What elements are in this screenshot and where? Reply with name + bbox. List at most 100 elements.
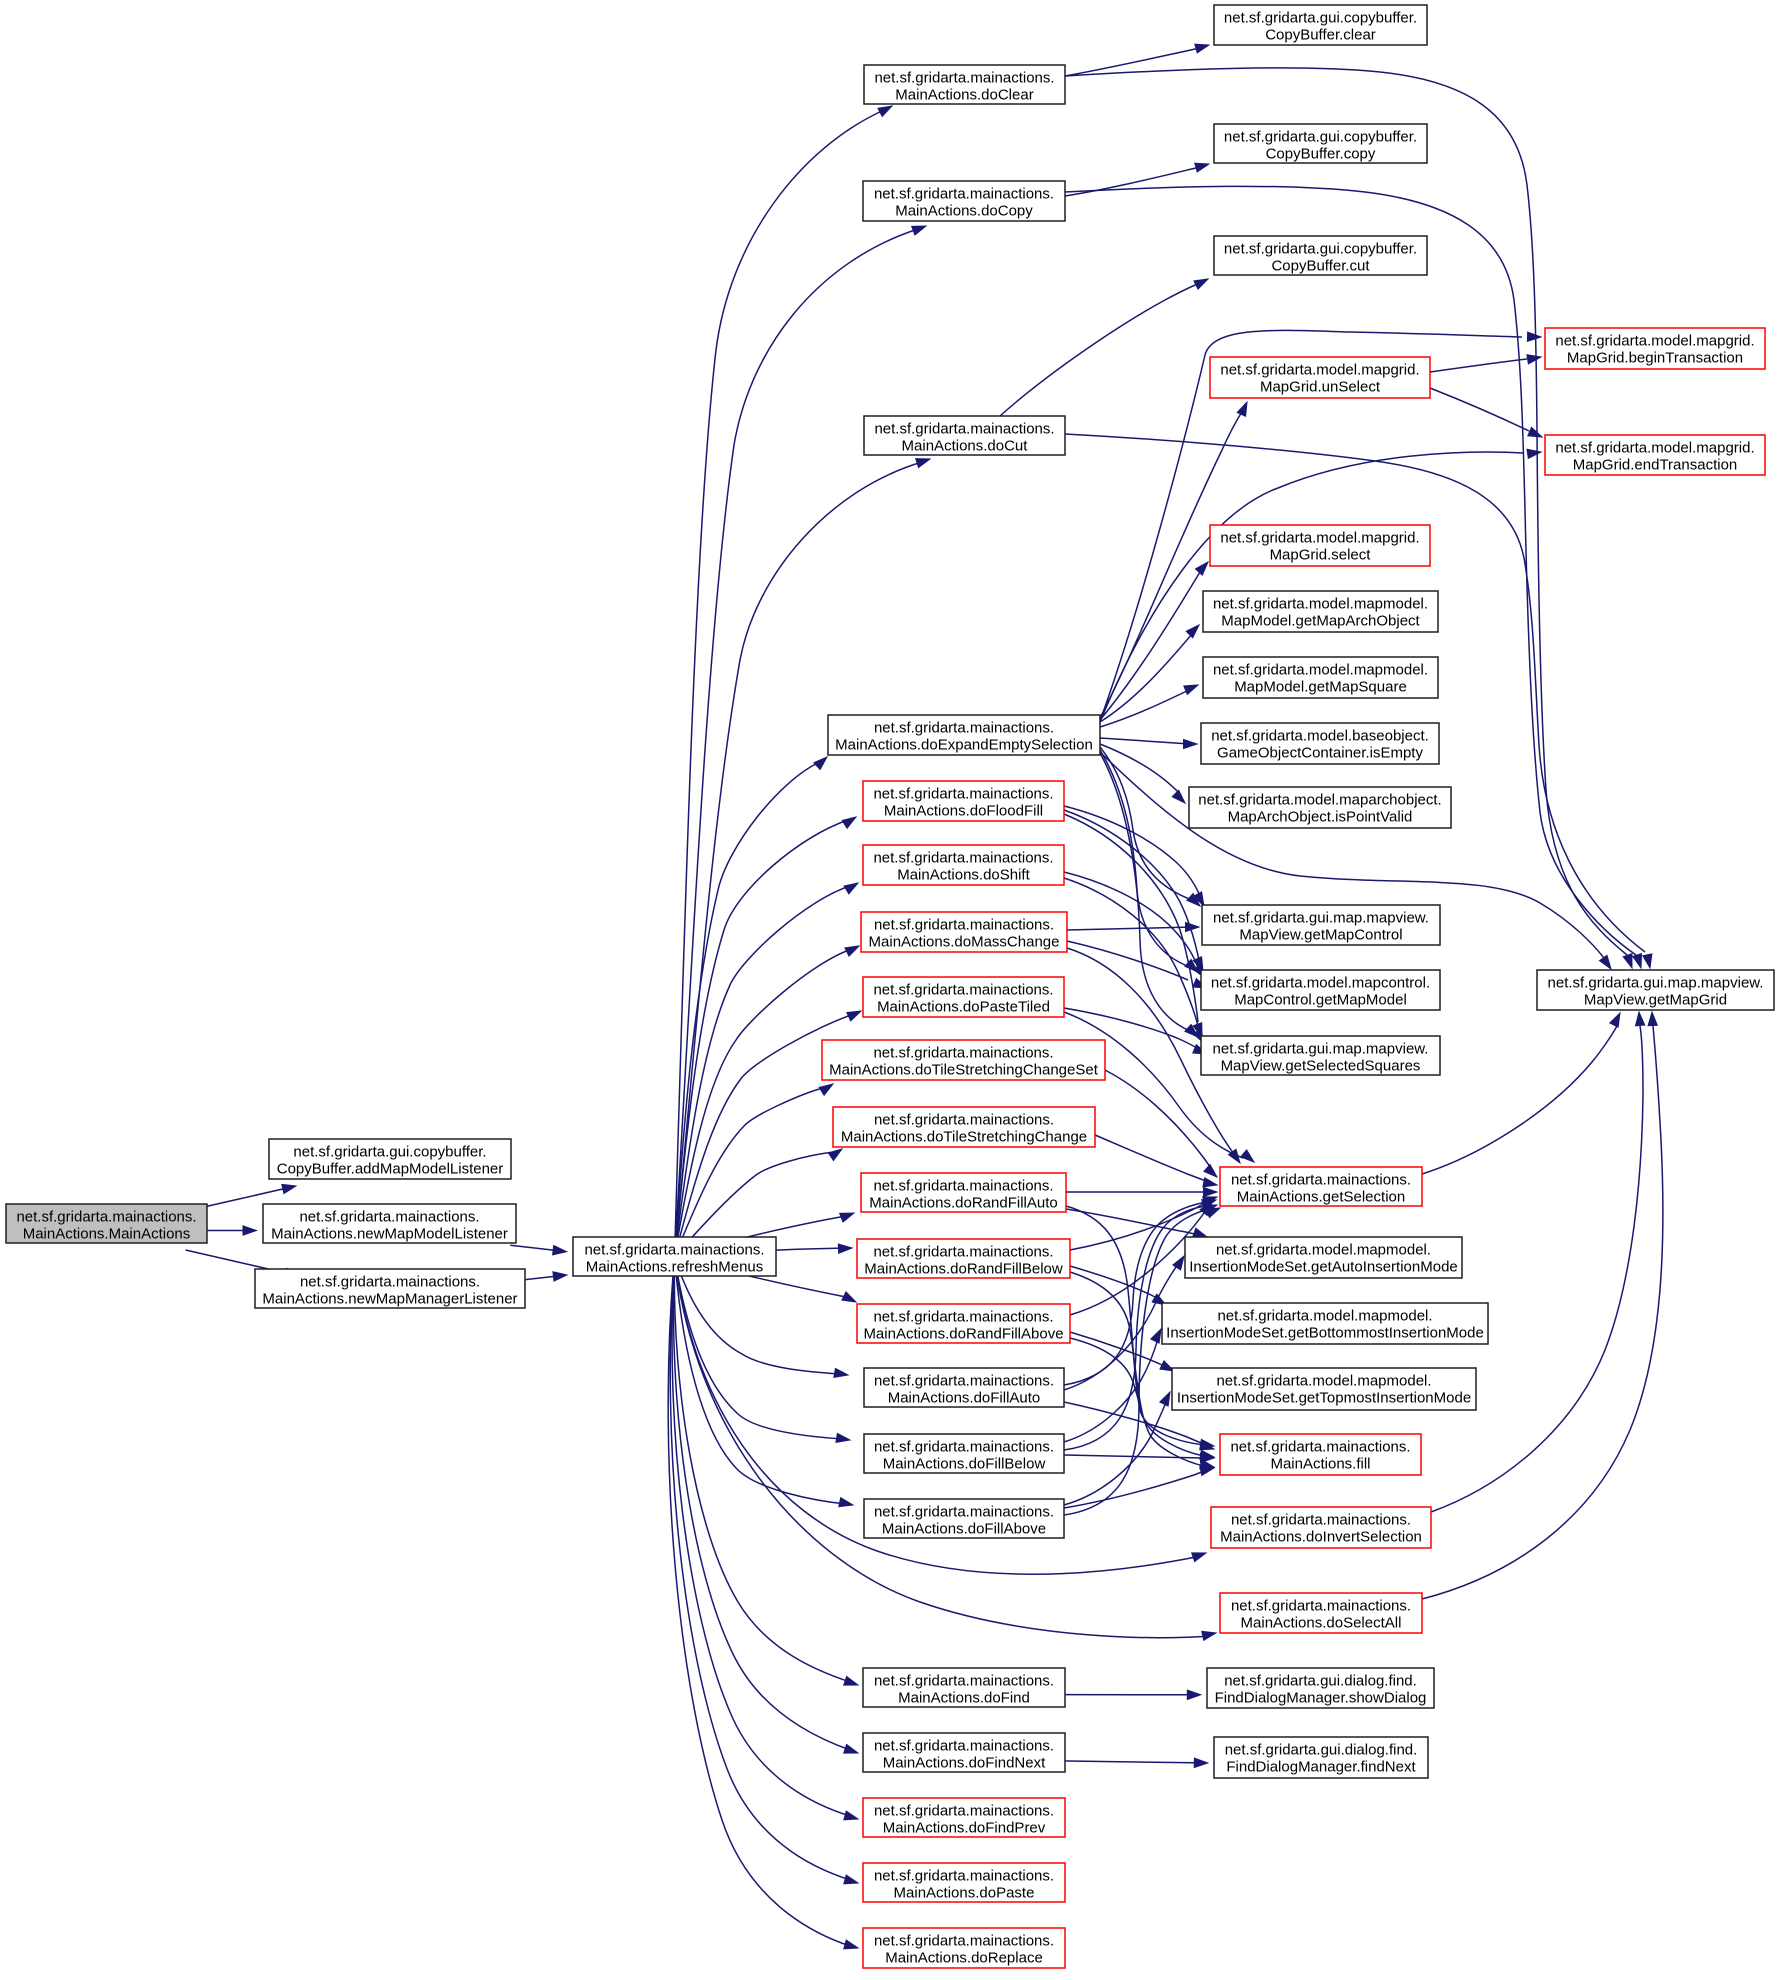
svg-text:net.sf.gridarta.mainactions.: net.sf.gridarta.mainactions. [1231, 1598, 1411, 1615]
svg-text:MapView.getMapControl: MapView.getMapControl [1239, 926, 1402, 943]
svg-text:net.sf.gridarta.model.maparcho: net.sf.gridarta.model.maparchobject. [1198, 792, 1441, 809]
svg-text:MainActions.doFindNext: MainActions.doFindNext [883, 1754, 1046, 1771]
svg-text:net.sf.gridarta.gui.dialog.fin: net.sf.gridarta.gui.dialog.find. [1225, 1742, 1418, 1759]
svg-text:net.sf.gridarta.model.mapmodel: net.sf.gridarta.model.mapmodel. [1213, 662, 1428, 679]
svg-text:MainActions.doShift: MainActions.doShift [897, 866, 1030, 883]
svg-text:net.sf.gridarta.mainactions.: net.sf.gridarta.mainactions. [874, 1673, 1054, 1690]
svg-text:net.sf.gridarta.mainactions.: net.sf.gridarta.mainactions. [299, 1209, 479, 1226]
svg-text:net.sf.gridarta.mainactions.: net.sf.gridarta.mainactions. [874, 1933, 1054, 1950]
svg-text:net.sf.gridarta.gui.map.mapvie: net.sf.gridarta.gui.map.mapview. [1213, 910, 1429, 927]
svg-text:net.sf.gridarta.mainactions.: net.sf.gridarta.mainactions. [16, 1209, 196, 1226]
svg-text:net.sf.gridarta.model.mapmodel: net.sf.gridarta.model.mapmodel. [1216, 1373, 1431, 1390]
svg-text:MainActions.doRandFillAbove: MainActions.doRandFillAbove [863, 1325, 1063, 1342]
svg-text:MainActions.doTileStretchingCh: MainActions.doTileStretchingChangeSet [829, 1061, 1099, 1078]
svg-text:MainActions.doInvertSelection: MainActions.doInvertSelection [1220, 1528, 1422, 1545]
svg-text:MapGrid.select: MapGrid.select [1270, 546, 1372, 563]
svg-text:MapArchObject.isPointValid: MapArchObject.isPointValid [1228, 808, 1413, 825]
svg-text:net.sf.gridarta.mainactions.: net.sf.gridarta.mainactions. [1230, 1439, 1410, 1456]
svg-text:net.sf.gridarta.mainactions.: net.sf.gridarta.mainactions. [874, 720, 1054, 737]
svg-text:net.sf.gridarta.gui.copybuffer: net.sf.gridarta.gui.copybuffer. [1224, 129, 1417, 146]
svg-text:net.sf.gridarta.mainactions.: net.sf.gridarta.mainactions. [874, 1504, 1054, 1521]
svg-text:net.sf.gridarta.model.mapmodel: net.sf.gridarta.model.mapmodel. [1217, 1308, 1432, 1325]
svg-text:net.sf.gridarta.mainactions.: net.sf.gridarta.mainactions. [874, 1373, 1054, 1390]
svg-text:net.sf.gridarta.gui.map.mapvie: net.sf.gridarta.gui.map.mapview. [1548, 975, 1764, 992]
svg-text:InsertionModeSet.getAutoInsert: InsertionModeSet.getAutoInsertionMode [1189, 1258, 1458, 1275]
svg-text:net.sf.gridarta.model.mapmodel: net.sf.gridarta.model.mapmodel. [1213, 596, 1428, 613]
svg-text:net.sf.gridarta.gui.copybuffer: net.sf.gridarta.gui.copybuffer. [1224, 241, 1417, 258]
svg-text:net.sf.gridarta.mainactions.: net.sf.gridarta.mainactions. [873, 786, 1053, 803]
svg-text:MainActions.doPaste: MainActions.doPaste [894, 1884, 1035, 1901]
svg-text:net.sf.gridarta.mainactions.: net.sf.gridarta.mainactions. [874, 917, 1054, 934]
svg-text:net.sf.gridarta.mainactions.: net.sf.gridarta.mainactions. [873, 982, 1053, 999]
svg-text:net.sf.gridarta.mainactions.: net.sf.gridarta.mainactions. [300, 1274, 480, 1291]
svg-text:MapModel.getMapSquare: MapModel.getMapSquare [1234, 678, 1407, 695]
svg-text:net.sf.gridarta.mainactions.: net.sf.gridarta.mainactions. [874, 186, 1054, 203]
svg-text:MainActions.MainActions: MainActions.MainActions [23, 1225, 191, 1242]
svg-text:MainActions.newMapManagerListe: MainActions.newMapManagerListener [262, 1290, 517, 1307]
svg-text:MainActions.newMapModelListene: MainActions.newMapModelListener [271, 1225, 508, 1242]
svg-text:net.sf.gridarta.mainactions.: net.sf.gridarta.mainactions. [1231, 1172, 1411, 1189]
svg-text:net.sf.gridarta.model.mapgrid.: net.sf.gridarta.model.mapgrid. [1555, 440, 1754, 457]
svg-text:MainActions.doFillAbove: MainActions.doFillAbove [882, 1520, 1046, 1537]
svg-text:MainActions.doFillBelow: MainActions.doFillBelow [883, 1455, 1046, 1472]
svg-text:net.sf.gridarta.model.mapgrid.: net.sf.gridarta.model.mapgrid. [1220, 530, 1419, 547]
svg-text:net.sf.gridarta.mainactions.: net.sf.gridarta.mainactions. [584, 1242, 764, 1259]
svg-text:net.sf.gridarta.mainactions.: net.sf.gridarta.mainactions. [874, 1112, 1054, 1129]
svg-text:net.sf.gridarta.mainactions.: net.sf.gridarta.mainactions. [874, 1439, 1054, 1456]
svg-text:net.sf.gridarta.mainactions.: net.sf.gridarta.mainactions. [874, 1738, 1054, 1755]
svg-text:MainActions.doPasteTiled: MainActions.doPasteTiled [877, 998, 1050, 1015]
svg-text:MapModel.getMapArchObject: MapModel.getMapArchObject [1221, 612, 1420, 629]
svg-text:net.sf.gridarta.mainactions.: net.sf.gridarta.mainactions. [874, 1803, 1054, 1820]
svg-text:InsertionModeSet.getTopmostIns: InsertionModeSet.getTopmostInsertionMode [1177, 1389, 1471, 1406]
svg-text:MainActions.doReplace: MainActions.doReplace [885, 1949, 1043, 1966]
svg-text:net.sf.gridarta.mainactions.: net.sf.gridarta.mainactions. [1231, 1512, 1411, 1529]
svg-text:MainActions.doCopy: MainActions.doCopy [895, 202, 1033, 219]
svg-text:net.sf.gridarta.mainactions.: net.sf.gridarta.mainactions. [874, 1868, 1054, 1885]
svg-text:MainActions.doTileStretchingCh: MainActions.doTileStretchingChange [841, 1128, 1087, 1145]
svg-text:MainActions.doClear: MainActions.doClear [895, 86, 1033, 103]
svg-text:net.sf.gridarta.gui.dialog.fin: net.sf.gridarta.gui.dialog.find. [1224, 1673, 1417, 1690]
svg-text:CopyBuffer.cut: CopyBuffer.cut [1271, 257, 1370, 274]
svg-text:MapGrid.beginTransaction: MapGrid.beginTransaction [1567, 349, 1743, 366]
svg-text:CopyBuffer.clear: CopyBuffer.clear [1265, 26, 1376, 43]
svg-text:MainActions.fill: MainActions.fill [1270, 1455, 1370, 1472]
svg-text:net.sf.gridarta.mainactions.: net.sf.gridarta.mainactions. [873, 1045, 1053, 1062]
svg-text:MapGrid.endTransaction: MapGrid.endTransaction [1573, 456, 1738, 473]
svg-text:MainActions.doFloodFill: MainActions.doFloodFill [884, 802, 1043, 819]
svg-text:MainActions.doMassChange: MainActions.doMassChange [869, 933, 1060, 950]
svg-text:MapGrid.unSelect: MapGrid.unSelect [1260, 378, 1381, 395]
svg-text:MainActions.doCut: MainActions.doCut [902, 437, 1029, 454]
svg-text:net.sf.gridarta.model.mapcontr: net.sf.gridarta.model.mapcontrol. [1211, 975, 1430, 992]
svg-text:MainActions.doFind: MainActions.doFind [898, 1689, 1030, 1706]
svg-text:MapView.getSelectedSquares: MapView.getSelectedSquares [1221, 1057, 1421, 1074]
svg-text:net.sf.gridarta.gui.map.mapvie: net.sf.gridarta.gui.map.mapview. [1213, 1041, 1429, 1058]
svg-text:InsertionModeSet.getBottommost: InsertionModeSet.getBottommostInsertionM… [1166, 1324, 1484, 1341]
svg-text:MainActions.doFindPrev: MainActions.doFindPrev [883, 1819, 1046, 1836]
svg-text:net.sf.gridarta.mainactions.: net.sf.gridarta.mainactions. [873, 1244, 1053, 1261]
svg-text:MainActions.doExpandEmptySelec: MainActions.doExpandEmptySelection [835, 736, 1093, 753]
svg-text:net.sf.gridarta.mainactions.: net.sf.gridarta.mainactions. [874, 421, 1054, 438]
svg-text:net.sf.gridarta.model.mapmodel: net.sf.gridarta.model.mapmodel. [1216, 1242, 1431, 1259]
svg-text:MapControl.getMapModel: MapControl.getMapModel [1234, 991, 1407, 1008]
svg-text:net.sf.gridarta.gui.copybuffer: net.sf.gridarta.gui.copybuffer. [1224, 10, 1417, 27]
svg-text:net.sf.gridarta.model.mapgrid.: net.sf.gridarta.model.mapgrid. [1220, 362, 1419, 379]
svg-text:FindDialogManager.showDialog: FindDialogManager.showDialog [1215, 1689, 1427, 1706]
svg-text:MainActions.doSelectAll: MainActions.doSelectAll [1241, 1614, 1402, 1631]
svg-text:MainActions.doRandFillAuto: MainActions.doRandFillAuto [869, 1194, 1057, 1211]
svg-text:net.sf.gridarta.model.mapgrid.: net.sf.gridarta.model.mapgrid. [1555, 333, 1754, 350]
svg-text:MainActions.doFillAuto: MainActions.doFillAuto [888, 1389, 1041, 1406]
svg-text:net.sf.gridarta.model.baseobje: net.sf.gridarta.model.baseobject. [1211, 728, 1429, 745]
svg-text:MainActions.doRandFillBelow: MainActions.doRandFillBelow [864, 1260, 1063, 1277]
svg-text:MainActions.getSelection: MainActions.getSelection [1237, 1188, 1405, 1205]
svg-text:CopyBuffer.copy: CopyBuffer.copy [1266, 145, 1376, 162]
svg-text:net.sf.gridarta.mainactions.: net.sf.gridarta.mainactions. [873, 1309, 1053, 1326]
svg-text:FindDialogManager.findNext: FindDialogManager.findNext [1226, 1758, 1416, 1775]
svg-text:net.sf.gridarta.gui.copybuffer: net.sf.gridarta.gui.copybuffer. [293, 1144, 486, 1161]
svg-text:CopyBuffer.addMapModelListener: CopyBuffer.addMapModelListener [277, 1160, 504, 1177]
svg-text:net.sf.gridarta.mainactions.: net.sf.gridarta.mainactions. [873, 850, 1053, 867]
svg-text:net.sf.gridarta.mainactions.: net.sf.gridarta.mainactions. [873, 1178, 1053, 1195]
svg-text:GameObjectContainer.isEmpty: GameObjectContainer.isEmpty [1217, 744, 1423, 761]
svg-text:MapView.getMapGrid: MapView.getMapGrid [1584, 991, 1727, 1008]
svg-text:net.sf.gridarta.mainactions.: net.sf.gridarta.mainactions. [874, 70, 1054, 87]
svg-text:MainActions.refreshMenus: MainActions.refreshMenus [586, 1258, 764, 1275]
